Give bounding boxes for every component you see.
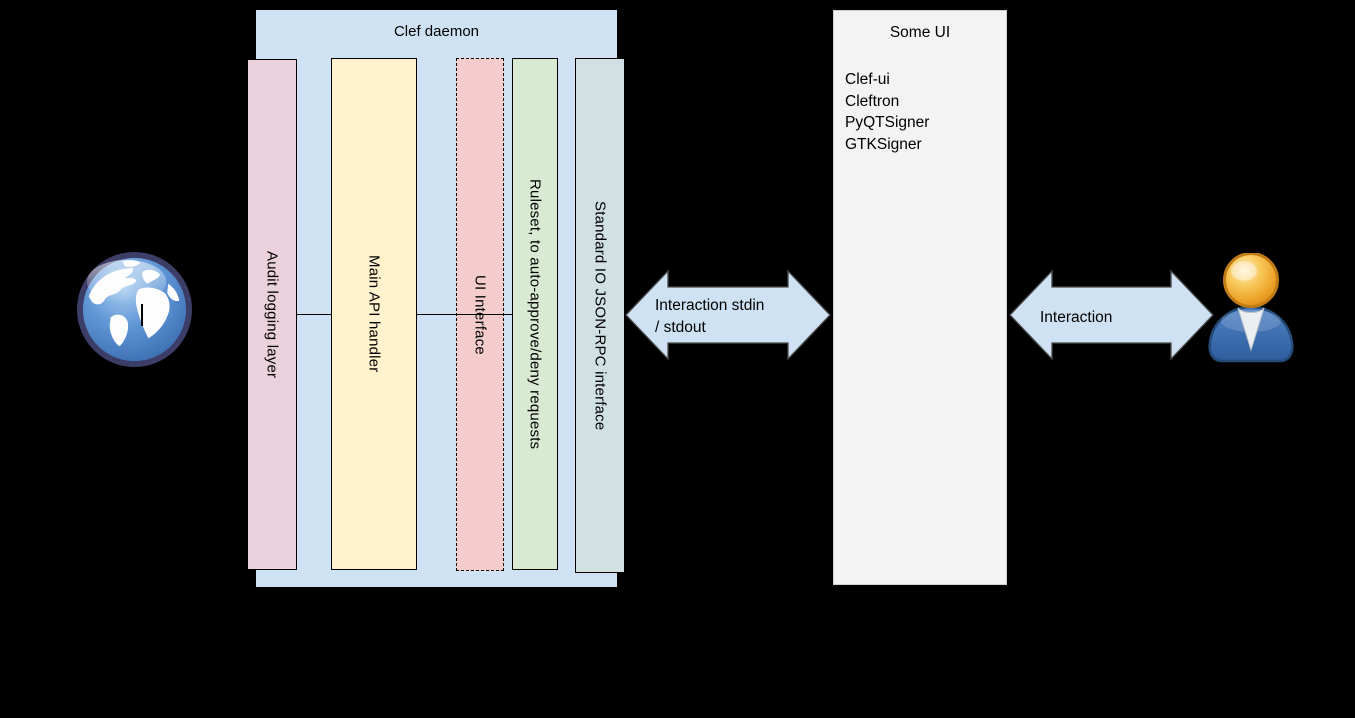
- stdin-stdout-arrow-label: Interaction stdin / stdout: [655, 295, 764, 338]
- user-interaction-arrow: [1009, 269, 1214, 361]
- connector-endpoint-tick: [141, 304, 143, 326]
- user-interaction-arrow-label: Interaction: [1040, 307, 1112, 329]
- some-ui-list: Clef-ui Cleftron PyQTSigner GTKSigner: [834, 69, 1006, 156]
- layer-ruleset: Ruleset, to auto-approve/deny requests: [512, 58, 558, 570]
- clef-daemon-container: Clef daemon: [256, 10, 617, 587]
- layer-main-api-handler: Main API handler: [331, 58, 417, 570]
- layer-main-api-handler-label: Main API handler: [365, 255, 383, 373]
- layer-ruleset-label: Ruleset, to auto-approve/deny requests: [526, 178, 544, 450]
- some-ui-title: Some UI: [889, 24, 951, 41]
- layer-stdio-jsonrpc-label: Standard IO JSON-RPC interface: [591, 200, 609, 431]
- layer-audit-logging: Audit logging layer: [247, 59, 297, 570]
- some-ui-item: PyQTSigner: [845, 114, 930, 132]
- user-interaction-arrow-shape: [1009, 269, 1214, 361]
- some-ui-item: Cleftron: [845, 92, 900, 110]
- user-interaction-arrow-label-text: Interaction: [1040, 309, 1113, 326]
- layer-audit-logging-label: Audit logging layer: [263, 250, 281, 379]
- some-ui-box: Some UI Clef-ui Cleftron PyQTSigner GTKS…: [833, 10, 1007, 585]
- user-person-icon: [1208, 253, 1294, 363]
- stdin-stdout-arrow: [625, 269, 831, 361]
- stdin-stdout-arrow-label-line1: Interaction stdin: [655, 297, 765, 314]
- some-ui-item: Clef-ui: [845, 71, 890, 88]
- connector-line: [142, 314, 512, 315]
- some-ui-item: GTKSigner: [845, 136, 922, 154]
- stdin-stdout-arrow-label-line2: / stdout: [655, 318, 706, 336]
- internet-globe-icon: [76, 251, 193, 368]
- clef-daemon-title: Clef daemon: [393, 23, 480, 40]
- stdin-stdout-arrow-shape: [625, 269, 831, 361]
- layer-stdio-jsonrpc: Standard IO JSON-RPC interface: [575, 58, 625, 573]
